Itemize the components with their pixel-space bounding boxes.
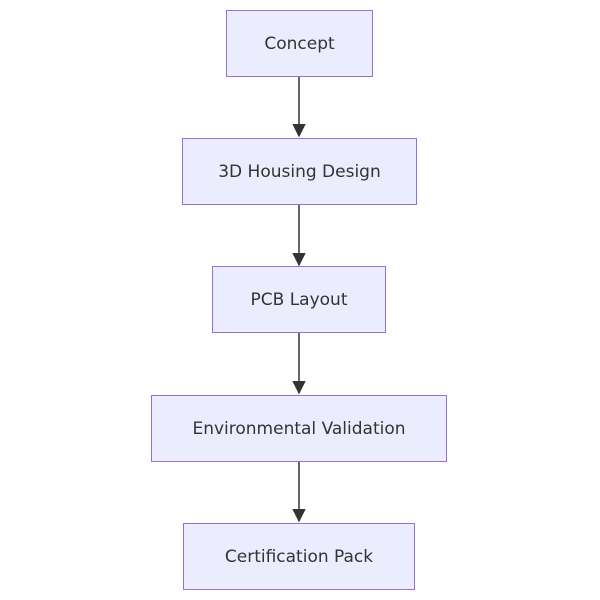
node-concept: Concept	[226, 10, 373, 77]
node-pcb-layout-label: PCB Layout	[250, 289, 348, 310]
node-environmental-validation: Environmental Validation	[151, 395, 447, 462]
node-3d-housing-design-label: 3D Housing Design	[218, 161, 381, 182]
node-certification-pack-label: Certification Pack	[224, 546, 374, 567]
node-environmental-validation-label: Environmental Validation	[192, 418, 406, 439]
node-pcb-layout: PCB Layout	[212, 266, 386, 333]
node-3d-housing-design: 3D Housing Design	[182, 138, 417, 205]
node-certification-pack: Certification Pack	[183, 523, 415, 590]
node-concept-label: Concept	[264, 33, 335, 54]
